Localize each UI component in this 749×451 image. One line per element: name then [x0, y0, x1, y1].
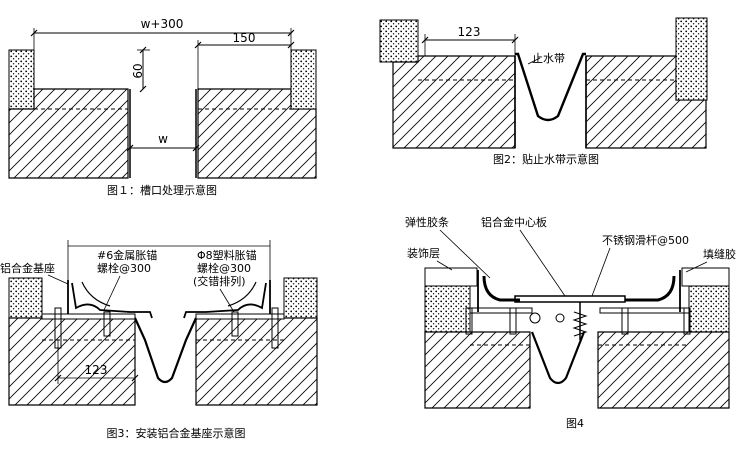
- slide-bar-label: 不锈钢滑杆@500: [602, 233, 689, 247]
- base-plate-right: [599, 307, 690, 314]
- waterstop-strip: [530, 331, 586, 385]
- figure-2-waterstop: 123 止水带 图2：贴止水带示意图: [379, 17, 708, 166]
- base-label: 铝合金基座: [0, 261, 55, 275]
- elastic-strip-label: 弹性胶条: [405, 215, 449, 229]
- metal-anchor-label-1: #6金属胀锚: [97, 248, 157, 262]
- left-concrete: [8, 317, 136, 406]
- right-finish-block: [290, 49, 317, 110]
- left-concrete: [424, 331, 531, 409]
- waterstop-strip: [133, 317, 198, 384]
- plastic-anchor-label-1: Φ8塑料胀锚: [197, 248, 257, 262]
- figure-1-caption: 图１：槽口处理示意图: [107, 183, 217, 197]
- left-finish-block: [424, 285, 471, 333]
- dim-gap-label: w: [158, 132, 168, 146]
- decor-layer-right: [681, 267, 730, 287]
- base-plate-right: [195, 313, 285, 320]
- right-finish-block: [675, 17, 708, 101]
- left-concrete: [392, 55, 516, 149]
- base-plate-left: [41, 313, 136, 320]
- right-concrete: [195, 317, 318, 406]
- left-finish-block: [379, 19, 419, 63]
- elastic-strip-right: [625, 275, 676, 302]
- right-concrete: [597, 331, 730, 409]
- plastic-anchor-label-2: 螺栓@300: [197, 261, 251, 275]
- metal-anchor-label-2: 螺栓@300: [97, 261, 151, 275]
- dim-width-label: 123: [458, 25, 481, 39]
- figure-2-caption: 图2：贴止水带示意图: [493, 152, 599, 166]
- decor-layer-label: 装饰层: [407, 246, 440, 260]
- center-plate: [514, 295, 626, 303]
- right-finish-block: [283, 277, 318, 319]
- waterstop-label: 止水带: [532, 52, 565, 65]
- aluminum-base-left: [67, 280, 153, 319]
- figure-3-caption: 图3：安装铝合金基座示意图: [107, 426, 246, 440]
- waterstop-strip: [515, 52, 586, 122]
- left-finish-block: [8, 49, 35, 110]
- elastic-strip-left: [482, 275, 520, 302]
- figure-3-base-installation: 123 铝合金基座 #6金属胀锚 螺栓@300 Φ8塑料胀锚 螺栓@300 (交…: [0, 240, 318, 440]
- center-plate-label: 铝合金中心板: [481, 215, 547, 229]
- left-finish-block: [8, 277, 43, 319]
- right-finish-block: [688, 285, 730, 333]
- figure-4-assembled-joint: 弹性胶条 铝合金中心板 装饰层 不锈钢滑杆@500 填缝胶 图4: [405, 215, 736, 430]
- dim-side-label: 150: [233, 31, 256, 45]
- anchor-bolts: [465, 307, 691, 335]
- plastic-anchor-label-3: (交错排列): [193, 274, 246, 288]
- sealant-label: 填缝胶: [703, 247, 736, 261]
- aluminum-base-right: [183, 280, 271, 319]
- dim-total-label: w+300: [141, 17, 184, 31]
- decor-layer-left: [424, 267, 478, 287]
- slide-bar-assembly: [529, 302, 588, 340]
- figure-4-caption: 图4: [566, 417, 584, 430]
- dim-width-label: 123: [85, 363, 108, 377]
- base-plate-left: [469, 307, 533, 314]
- dim-depth-label: 60: [131, 63, 145, 78]
- figure-1-slot-treatment: w+300 150 60 w 图１：槽口处理示意图: [8, 17, 317, 197]
